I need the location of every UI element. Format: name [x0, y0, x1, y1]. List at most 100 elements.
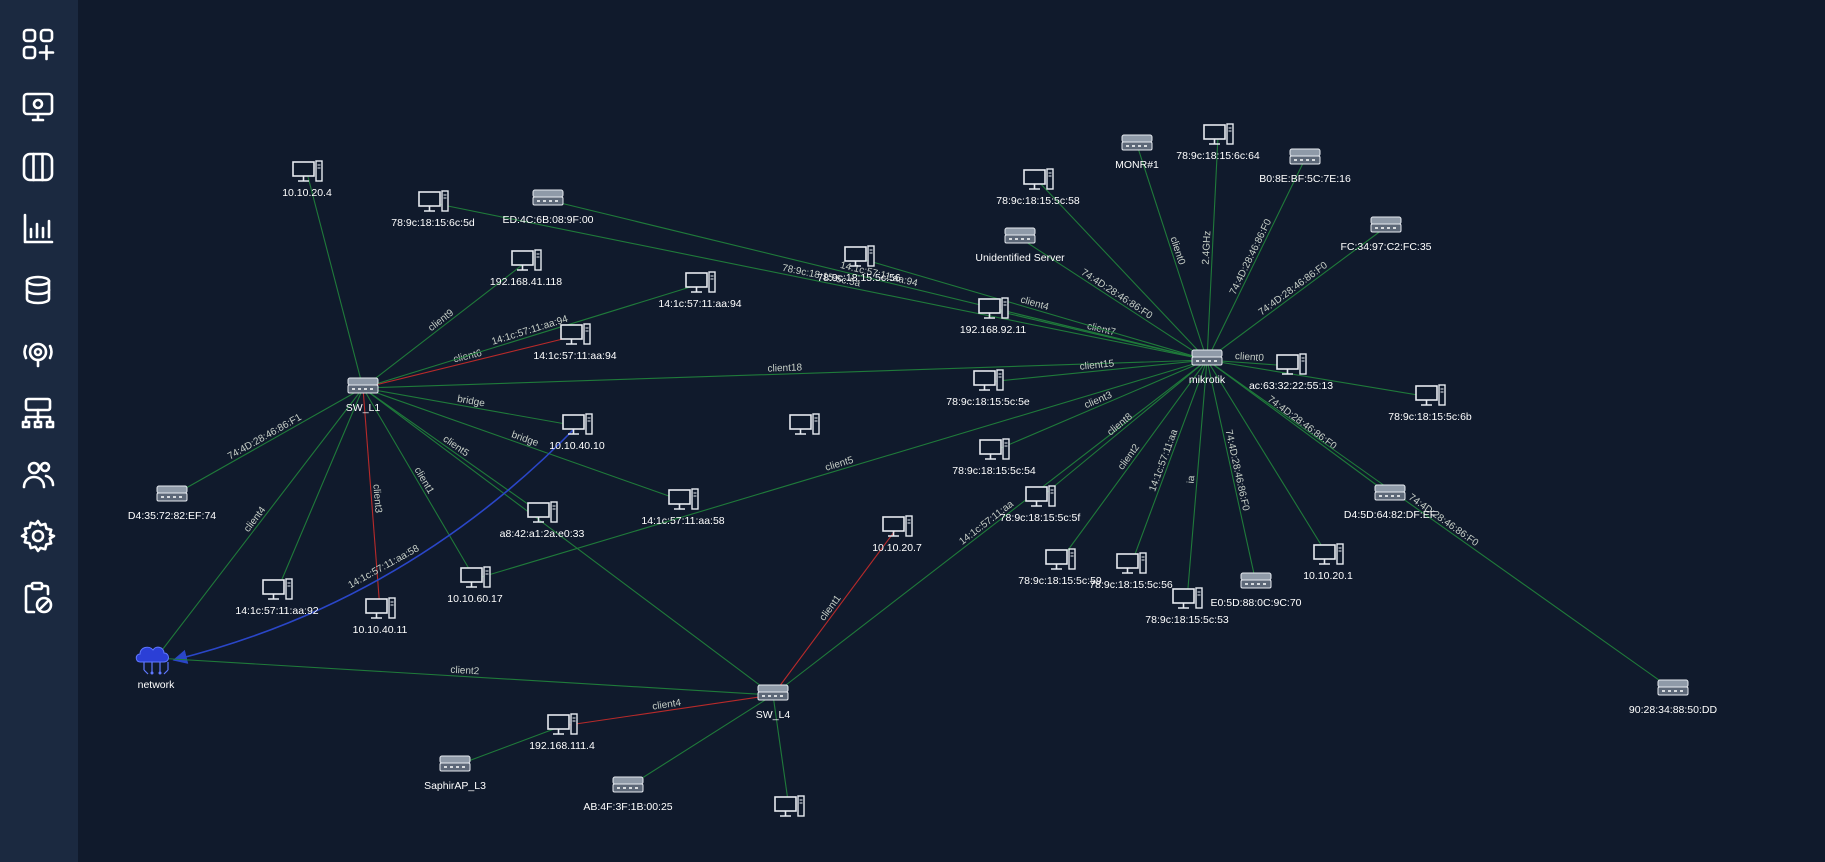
sidebar-item-monitor[interactable] — [16, 84, 60, 128]
node-n-pc-bottom[interactable] — [774, 795, 805, 817]
sidebar-item-signal[interactable] — [16, 330, 60, 374]
node-n-14-58[interactable]: 14:1c:57:11:aa:58 — [641, 488, 725, 527]
node-n-ac63[interactable]: ac:63:32:22:55:13 — [1249, 353, 1333, 392]
node-n-192-41[interactable]: 192.168.41.118 — [490, 249, 562, 288]
link-sw_l4-mikrotik[interactable]: 14:1c:57:11:aa — [772, 359, 1208, 696]
link-n_b08e-mikrotik[interactable]: 74:4D:28:46:86:F0 — [1206, 158, 1306, 361]
node-n-ab4f[interactable]: AB:4F:3F:1B:00:25 — [583, 776, 673, 813]
sidebar-item-network[interactable] — [16, 391, 60, 435]
link-sw_l4-n_pc_bottom[interactable] — [772, 694, 790, 809]
link-line — [1136, 144, 1208, 361]
link-n_78_58-mikrotik[interactable] — [1037, 180, 1208, 361]
link-n_192_92-mikrotik[interactable]: client7 — [992, 309, 1208, 361]
node-sw-l1[interactable]: SW_L1 — [346, 377, 381, 414]
link-label: client0 — [1168, 235, 1188, 266]
node-label: 78:9c:18:15:5c:6b — [1388, 411, 1472, 423]
node-sw-l4[interactable]: SW_L4 — [756, 684, 791, 721]
node-n-10-20-1[interactable]: 10.10.20.1 — [1303, 543, 1353, 582]
sidebar-item-gear[interactable] — [16, 514, 60, 558]
link-n_78_6b-mikrotik[interactable] — [1206, 359, 1431, 398]
link-sw_l1-n_14_92[interactable] — [276, 387, 364, 592]
link-line — [561, 694, 774, 727]
node-label: 78:9c:18:15:5c:56 — [1089, 579, 1173, 591]
node-n-10-10-20-4[interactable]: 10.10.20.4 — [282, 160, 332, 199]
node-n-10-40-11[interactable]: 10.10.40.11 — [353, 597, 408, 636]
node-n-78-5d[interactable]: 78:9c:18:15:6c:5d — [391, 190, 475, 229]
node-n-78-6b[interactable]: 78:9c:18:15:5c:6b — [1388, 384, 1472, 423]
node-n-78-64[interactable]: 78:9c:18:15:6c:64 — [1176, 123, 1260, 162]
link-n_78_5e-mikrotik[interactable]: client15 — [987, 358, 1208, 383]
node-n-fc34[interactable]: FC:34:97:C2:FC:35 — [1340, 216, 1432, 253]
node-n-192-111[interactable]: 192.168.111.4 — [529, 713, 595, 752]
link-sw_l1-n_10_40_11[interactable]: client3 — [362, 387, 384, 611]
link-n_10_20_1-mikrotik[interactable] — [1206, 359, 1329, 557]
node-label: ac:63:32:22:55:13 — [1249, 380, 1333, 392]
signal-icon — [23, 342, 53, 367]
node-n-78-5e[interactable]: 78:9c:18:15:5c:5e — [946, 369, 1030, 408]
node-n-9028[interactable]: 90:28:34:88:50:DD — [1629, 679, 1718, 716]
node-n-unid[interactable]: Unidentified Server — [975, 227, 1065, 264]
node-n-14-94a[interactable]: 14:1c:57:11:aa:94 — [658, 271, 742, 310]
node-label: SW_L4 — [756, 709, 791, 721]
link-sw_l4-n_ab4f[interactable] — [627, 694, 774, 788]
link-sw_l1-n_10_10_20_4[interactable] — [306, 172, 364, 389]
node-mikrotik[interactable]: mikrotik — [1189, 349, 1226, 386]
link-sw_l1-n_14_94a[interactable]: 14:1c:57:11:aa:94 — [362, 283, 701, 389]
link-n_10_60_17-mikrotik[interactable]: client5 — [474, 359, 1208, 580]
sidebar-item-columns[interactable] — [16, 145, 60, 189]
link-sw_l1-n_d435[interactable]: 74:4D:28:46:86:F1 — [171, 387, 364, 497]
computer-icon — [685, 271, 716, 293]
sidebar-item-clipboard[interactable] — [16, 576, 60, 620]
sidebar-item-chart[interactable] — [16, 207, 60, 251]
link-sw_l4-network[interactable]: client2 — [155, 657, 774, 696]
link-label: client0 — [1235, 351, 1265, 364]
link-sw_l1-mikrotik[interactable]: client18 — [362, 359, 1208, 389]
node-n-saphir[interactable]: SaphirAP_L3 — [424, 755, 486, 792]
node-n-monr[interactable]: MONR#1 — [1115, 134, 1159, 171]
sidebar-item-database[interactable] — [16, 268, 60, 312]
node-label: 78:9c:18:15:5c:54 — [952, 465, 1036, 477]
link-sw_l1-n_14_94b[interactable]: client6 — [362, 335, 576, 389]
node-n-a842[interactable]: a8:42:a1:2a:e0:33 — [500, 501, 585, 540]
link-sw_l1-network[interactable]: client4 — [155, 387, 364, 659]
link-label: client5 — [441, 434, 471, 460]
link-sw_l1-n_a842[interactable]: client5 — [362, 387, 543, 515]
node-network[interactable]: network — [135, 646, 175, 691]
topology-graph[interactable]: client9client614:1c:57:11:aa:94client18b… — [78, 0, 1825, 862]
link-n_78_53-mikrotik[interactable]: ia — [1186, 359, 1208, 601]
link-sw_l4-n_192_111[interactable]: client4 — [561, 694, 774, 727]
node-n-10-60-17[interactable]: 10.10.60.17 — [447, 566, 503, 605]
link-sw_l1-n_10_40_10[interactable]: bridge — [362, 387, 578, 427]
node-n-78-53[interactable]: 78:9c:18:15:5c:53 — [1145, 587, 1229, 626]
link-sw_l1-sw_l4[interactable] — [362, 387, 774, 696]
node-n-78-59[interactable]: 78:9c:18:15:5c:59 — [1018, 548, 1102, 587]
node-n-d435[interactable]: D4:35:72:82:EF:74 — [128, 485, 216, 522]
link-n_78_59-mikrotik[interactable]: client2 — [1059, 359, 1208, 562]
node-n-78-58[interactable]: 78:9c:18:15:5c:58 — [996, 168, 1080, 207]
node-n-ed4c[interactable]: ED:4C:6B:08:9F:00 — [502, 189, 594, 226]
node-n-10-40-10[interactable]: 10.10.40.10 — [549, 413, 605, 452]
node-n-78-56b[interactable]: 78:9c:18:15:5c:56 — [1089, 552, 1173, 591]
node-n-14-94b[interactable]: 14:1c:57:11:aa:94 — [533, 323, 617, 362]
node-n-b08e[interactable]: B0:8E:BF:5C:7E:16 — [1259, 148, 1351, 185]
node-n-78-54[interactable]: 78:9c:18:15:5c:54 — [952, 438, 1036, 477]
link-n_monr-mikrotik[interactable]: client0 — [1136, 144, 1208, 361]
node-n-14-92[interactable]: 14:1c:57:11:aa:92 — [235, 578, 319, 617]
link-n_9028-mikrotik[interactable]: 74:4D:28:46:86:F0 — [1206, 359, 1674, 691]
node-n-78-5f[interactable]: 78:9c:18:15:5c:5f — [1000, 485, 1081, 524]
link-sw_l1-n_14_58[interactable]: bridge — [362, 387, 684, 502]
link-n_192_111-n_saphir[interactable] — [454, 725, 563, 767]
sidebar-item-users[interactable] — [16, 453, 60, 497]
computer-icon — [1203, 123, 1234, 145]
node-n-e05d[interactable]: E0:5D:88:0C:9C:70 — [1210, 572, 1302, 609]
link-n_e05d-mikrotik[interactable]: 74:4D:28:46:86:F0 — [1206, 359, 1257, 584]
node-n-192-92[interactable]: 192.168.92.11 — [960, 297, 1027, 336]
node-n-d45d[interactable]: D4:5D:64:82:DF:EF — [1344, 484, 1436, 521]
link-n_78_64-mikrotik[interactable]: 2.4GHz — [1201, 135, 1219, 361]
sidebar-item-apps[interactable] — [16, 22, 60, 66]
link-n_78_56_top-mikrotik[interactable]: client4 — [858, 257, 1208, 361]
node-n-10-20-7[interactable]: 10.10.20.7 — [872, 515, 922, 554]
node-n-pc-mid[interactable] — [789, 413, 820, 435]
node-n-78-56-top[interactable]: 78:9c:18:15:5c:56 — [817, 245, 901, 284]
